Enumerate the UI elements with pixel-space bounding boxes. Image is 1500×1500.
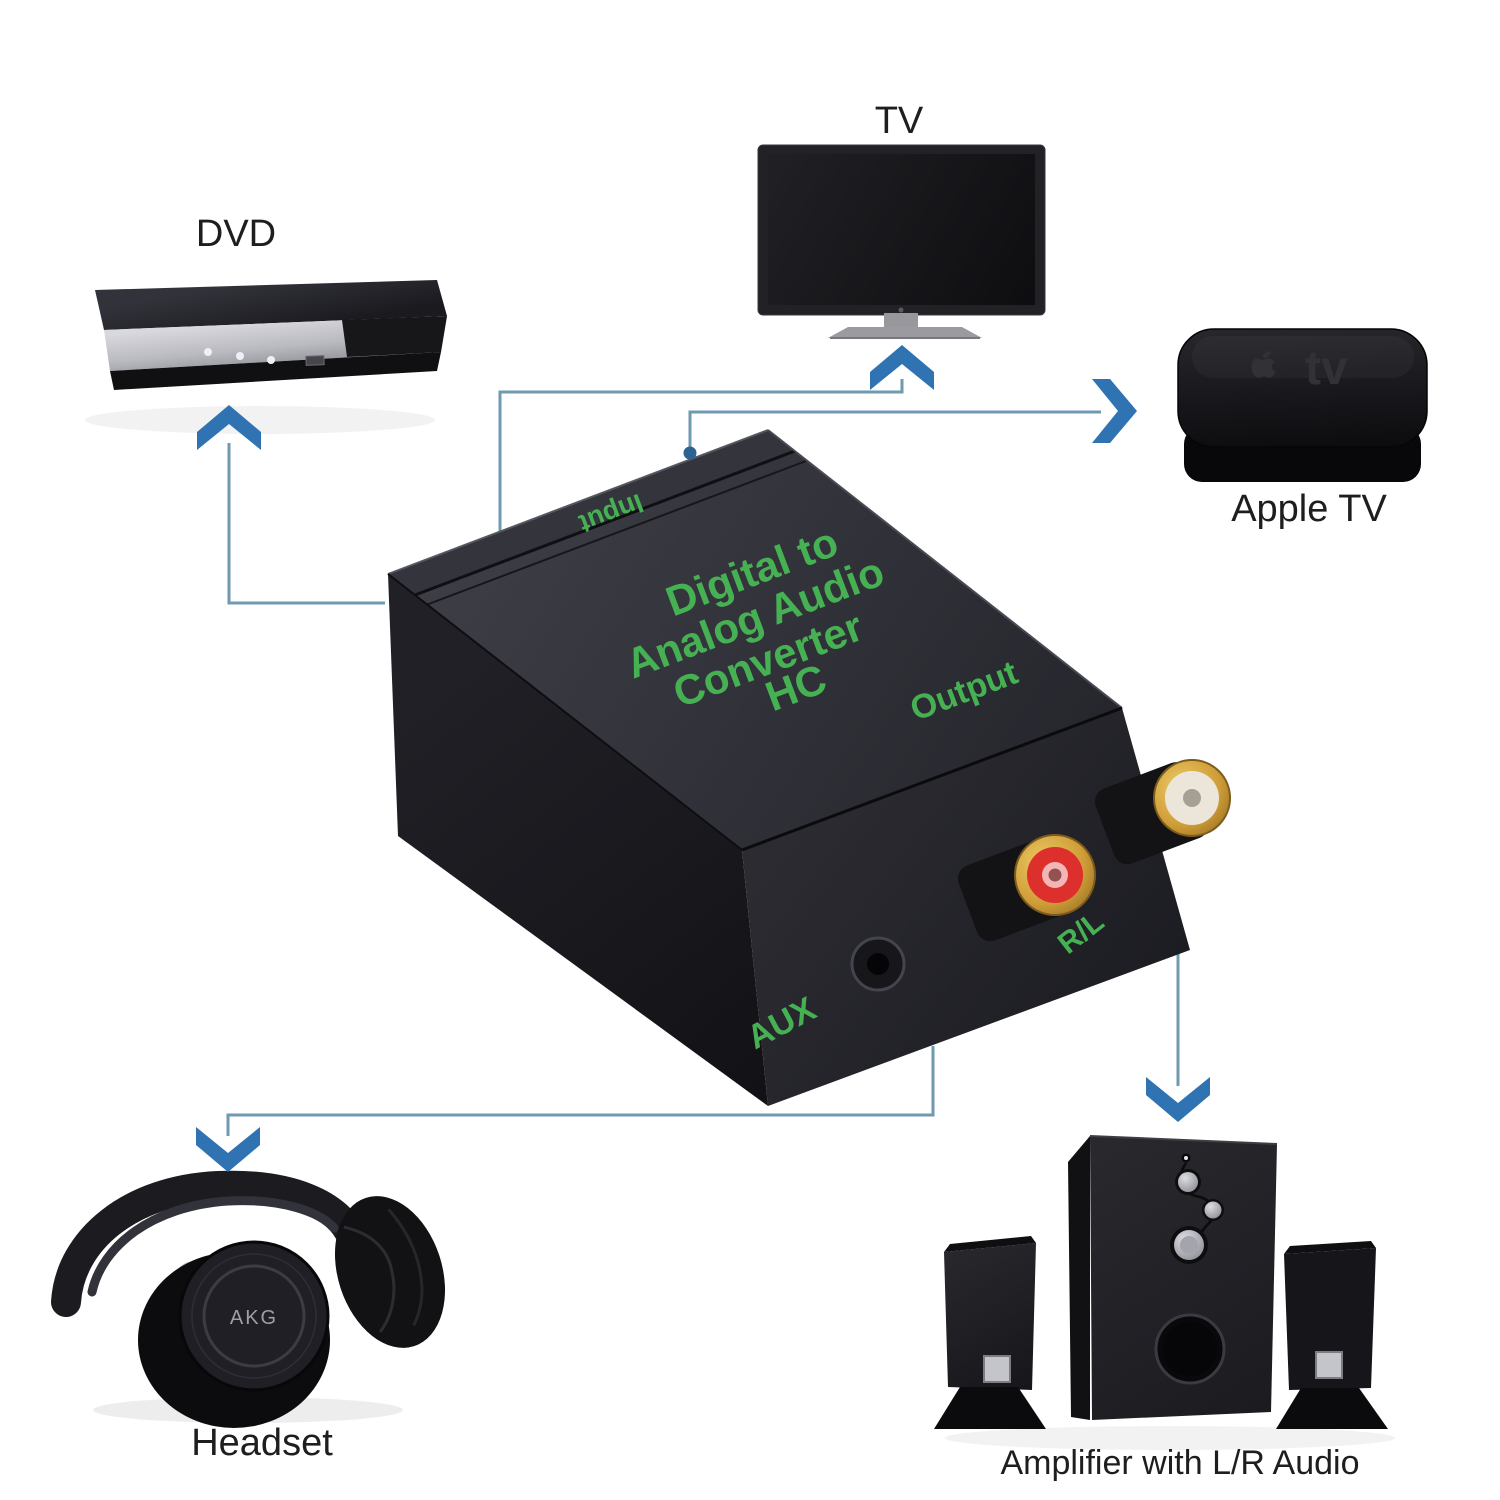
arrow-up-to-tv-icon <box>870 345 934 390</box>
headset-rear-cup <box>334 1196 446 1348</box>
amplifier-illustration <box>934 1135 1395 1450</box>
left-satellite-stand <box>934 1387 1046 1429</box>
tv-stand-base <box>828 327 982 338</box>
subwoofer-knob3-center <box>1180 1236 1198 1254</box>
subwoofer-port-inner <box>1163 1322 1217 1376</box>
connector-lines <box>226 379 1180 1136</box>
converter-right-rim <box>767 429 1123 709</box>
arrow-right-to-appletv-icon <box>1092 379 1137 443</box>
rear-cup-wrinkle <box>343 1225 396 1333</box>
right-satellite-stand <box>1276 1388 1388 1429</box>
converter-front-face <box>742 708 1190 1106</box>
appletv-top-face <box>1177 328 1428 448</box>
appletv-top-sheen <box>1192 336 1414 378</box>
amplifier-shadow <box>945 1426 1395 1450</box>
converter-lid-seam <box>414 449 796 597</box>
dvd-button <box>267 356 275 364</box>
line-converter-to-headset <box>226 1046 935 1136</box>
aux-jack <box>850 936 906 992</box>
converter-lid-seam2 <box>425 460 807 606</box>
rca-red-hole <box>1048 868 1062 882</box>
headset-label: Headset <box>191 1422 333 1464</box>
converter-left-face <box>388 574 768 1106</box>
appletv-line-anchor-dot <box>683 446 697 460</box>
left-satellite-top <box>944 1236 1036 1252</box>
tv-screen <box>768 154 1035 305</box>
headset-brand-text: AKG <box>230 1307 278 1329</box>
subwoofer-led-dot <box>1184 1156 1188 1160</box>
arrow-down-to-headset-icon <box>196 1127 260 1172</box>
converter-box-illustration: Digital to Analog Audio Converter HC Inp… <box>387 429 1231 1106</box>
converter-front-ridge <box>741 706 1123 852</box>
arrows <box>196 345 1210 1172</box>
dvd-usb-port <box>305 355 325 366</box>
dvd-button <box>236 352 244 360</box>
converter-back-rim <box>387 429 769 575</box>
dvd-shadow <box>85 406 435 434</box>
headset-front-ring-outer <box>191 1253 317 1379</box>
dvd-label: DVD <box>196 213 276 255</box>
converter-lid-strip <box>388 430 795 595</box>
tv-stand-neck <box>884 313 918 328</box>
tv-label: TV <box>875 100 924 142</box>
dvd-bottom-lip <box>110 352 441 390</box>
line-converter-to-tv <box>498 379 904 536</box>
tv-logo-dot <box>898 307 904 313</box>
arrow-up-to-dvd-icon <box>197 405 261 450</box>
right-satellite-badge <box>1315 1351 1343 1379</box>
arrow-down-to-amplifier-icon <box>1146 1077 1210 1122</box>
right-satellite-front <box>1284 1248 1376 1390</box>
headset-band <box>51 1170 367 1317</box>
rear-cup-wrinkle <box>387 1208 424 1326</box>
left-satellite-badge <box>983 1355 1011 1383</box>
line-converter-to-dvd <box>227 443 385 605</box>
aux-jack-hole <box>867 953 889 975</box>
dvd-player-illustration <box>85 280 447 434</box>
line-converter-to-appletv <box>688 410 1101 452</box>
rca-jack-white <box>1094 759 1231 865</box>
converter-left-ridge <box>387 573 743 851</box>
subwoofer-top-edge <box>1089 1135 1278 1145</box>
rca-jack-red <box>957 834 1096 942</box>
subwoofer-knob2 <box>1204 1201 1222 1219</box>
amplifier-label: Amplifier with L/R Audio <box>1000 1444 1359 1482</box>
dvd-front-right-dark <box>342 316 447 357</box>
subwoofer-side <box>1068 1136 1090 1420</box>
tv-illustration <box>757 144 1046 339</box>
headset-front-disc <box>178 1240 330 1392</box>
apple-logo-icon <box>1251 351 1276 378</box>
apple-tv-illustration: tv <box>1177 328 1428 482</box>
dvd-button <box>204 348 212 356</box>
subwoofer-front <box>1090 1136 1277 1420</box>
apple-tv-label: Apple TV <box>1231 488 1387 530</box>
right-satellite-top <box>1284 1241 1376 1254</box>
subwoofer-knob1 <box>1178 1172 1198 1192</box>
headset-illustration: AKG <box>51 1170 446 1428</box>
appletv-logo-text: tv <box>1305 342 1348 395</box>
dvd-top-face <box>95 280 447 330</box>
rca-white-hole <box>1183 789 1201 807</box>
left-satellite-front <box>944 1243 1036 1390</box>
headset-band-cushion <box>87 1196 339 1297</box>
headset-front-ring <box>202 1264 306 1368</box>
